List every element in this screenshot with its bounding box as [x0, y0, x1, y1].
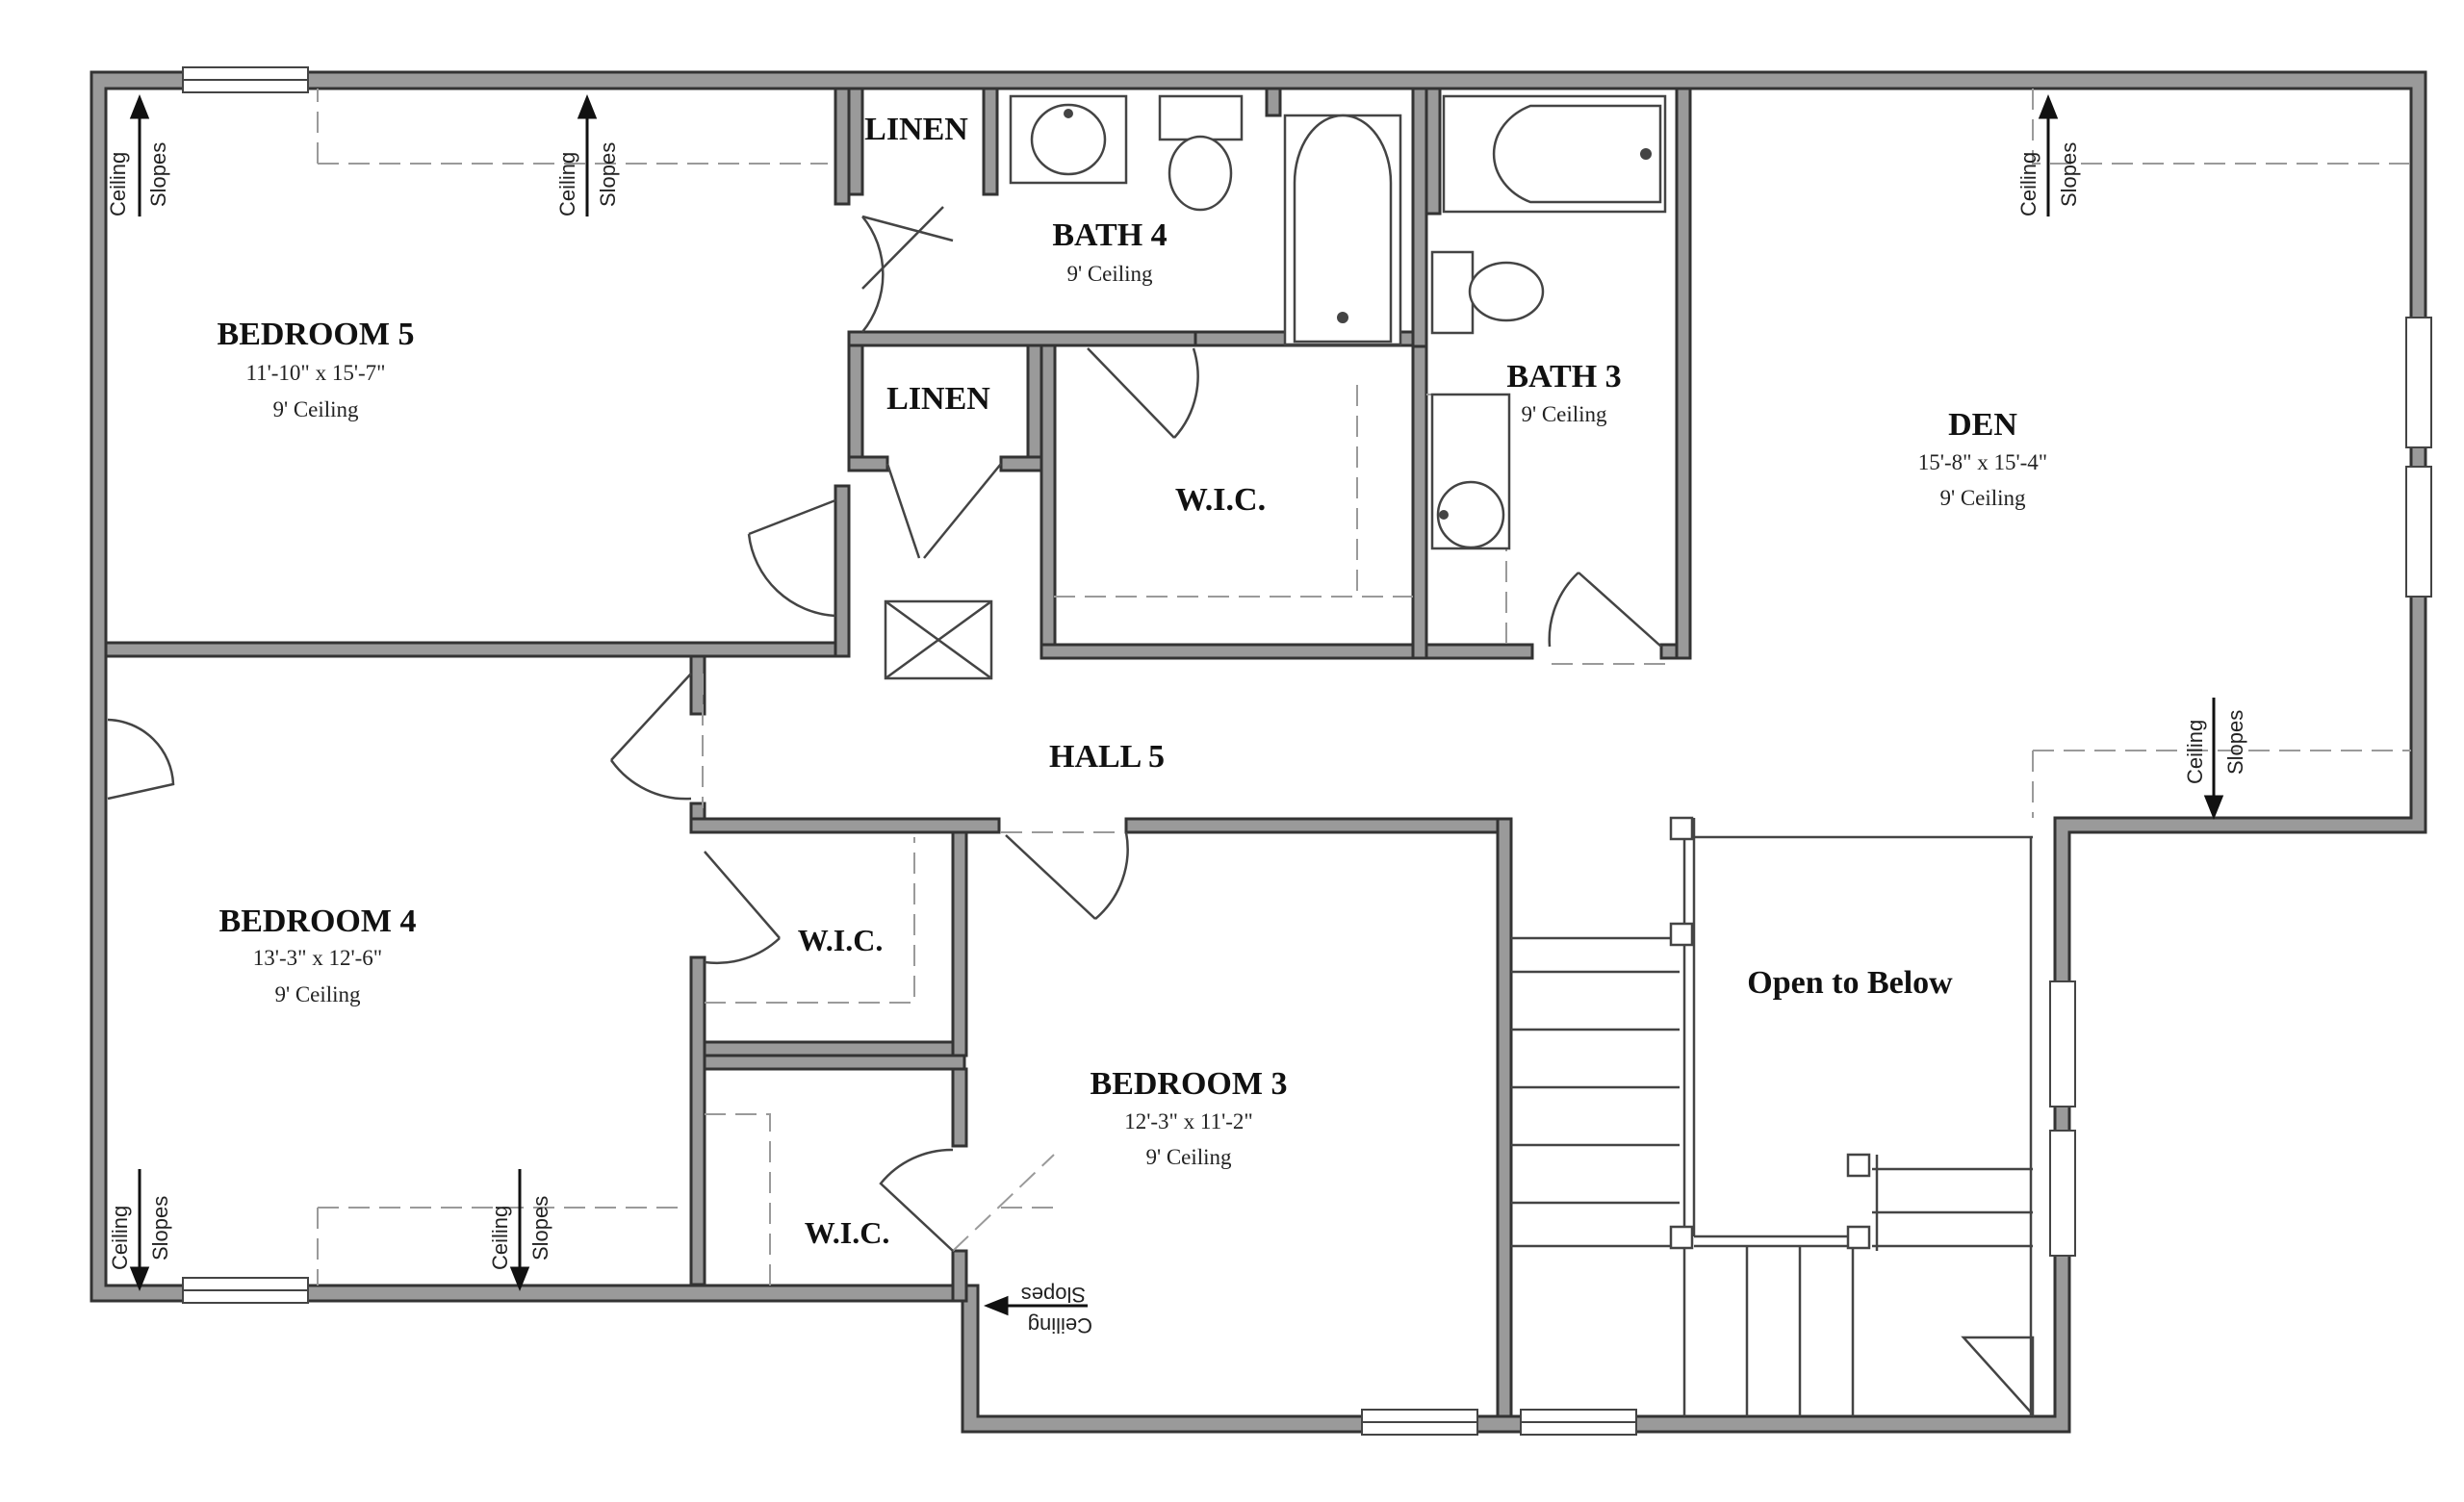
slope-note-label: Slopes	[596, 142, 620, 207]
staircase	[1511, 816, 2035, 1418]
slope-note-label: Slopes	[528, 1196, 552, 1260]
room-bedroom4: BEDROOM 4 13'-3" x 12'-6" 9' Ceiling	[219, 904, 417, 1006]
room-size: 11'-10" x 15'-7"	[245, 361, 385, 385]
room-wic-bed3: W.I.C.	[805, 1215, 890, 1250]
slope-note-label: Ceiling	[1028, 1313, 1092, 1337]
slope-note-label: Slopes	[2057, 142, 2081, 207]
slope-notes: Ceiling Slopes Ceiling Slopes Ceiling Sl…	[106, 142, 2247, 1337]
slope-note-label: Ceiling	[555, 152, 579, 216]
room-bedroom3: BEDROOM 3 12'-3" x 11'-2" 9' Ceiling	[1091, 1066, 1288, 1169]
room-labels: BEDROOM 5 11'-10" x 15'-7" 9' Ceiling BE…	[218, 112, 2048, 1250]
room-name: BEDROOM 4	[219, 904, 417, 939]
slope-note-label: Ceiling	[488, 1206, 512, 1270]
room-linen-mid: LINEN	[886, 381, 990, 417]
room-hall: HALL 5	[1049, 739, 1165, 775]
slope-note-label: Slopes	[146, 142, 170, 207]
room-bedroom5: BEDROOM 5 11'-10" x 15'-7" 9' Ceiling	[218, 317, 415, 421]
room-size: 12'-3" x 11'-2"	[1124, 1109, 1253, 1133]
room-ceiling: 9' Ceiling	[1521, 402, 1607, 426]
slope-note-label: Ceiling	[106, 152, 130, 216]
windows	[182, 66, 2432, 1436]
slope-note-label: Ceiling	[2016, 152, 2040, 216]
room-ceiling: 9' Ceiling	[1145, 1145, 1232, 1169]
room-bath3: BATH 3 9' Ceiling	[1506, 359, 1621, 426]
slope-arrows	[129, 93, 2224, 1316]
doors	[107, 206, 1662, 1252]
room-den: DEN 15'-8" x 15'-4" 9' Ceiling	[1918, 407, 2047, 510]
room-ceiling: 9' Ceiling	[1939, 486, 2026, 510]
room-wic-main: W.I.C.	[1175, 482, 1266, 518]
fixtures	[884, 94, 1667, 680]
slope-note-label: Ceiling	[108, 1206, 132, 1270]
room-name: BEDROOM 3	[1091, 1066, 1288, 1102]
slope-note-label: Ceiling	[2183, 720, 2207, 784]
room-wic-bed4: W.I.C.	[798, 923, 884, 957]
room-size: 15'-8" x 15'-4"	[1918, 450, 2047, 474]
room-linen-top: LINEN	[864, 112, 968, 147]
room-ceiling: 9' Ceiling	[274, 982, 361, 1006]
slope-note-label: Slopes	[148, 1196, 172, 1260]
room-name: BEDROOM 5	[218, 317, 415, 352]
room-open-to-below: Open to Below	[1747, 965, 1953, 1001]
room-name: BATH 4	[1052, 217, 1167, 253]
room-ceiling: 9' Ceiling	[1066, 262, 1153, 286]
room-size: 13'-3" x 12'-6"	[253, 946, 382, 970]
room-bath4: BATH 4 9' Ceiling	[1052, 217, 1167, 286]
room-name: DEN	[1948, 407, 2017, 443]
room-name: BATH 3	[1506, 359, 1621, 395]
slope-note-label: Slopes	[1021, 1283, 1086, 1307]
room-ceiling: 9' Ceiling	[272, 397, 359, 421]
slope-note-label: Slopes	[2223, 710, 2247, 775]
